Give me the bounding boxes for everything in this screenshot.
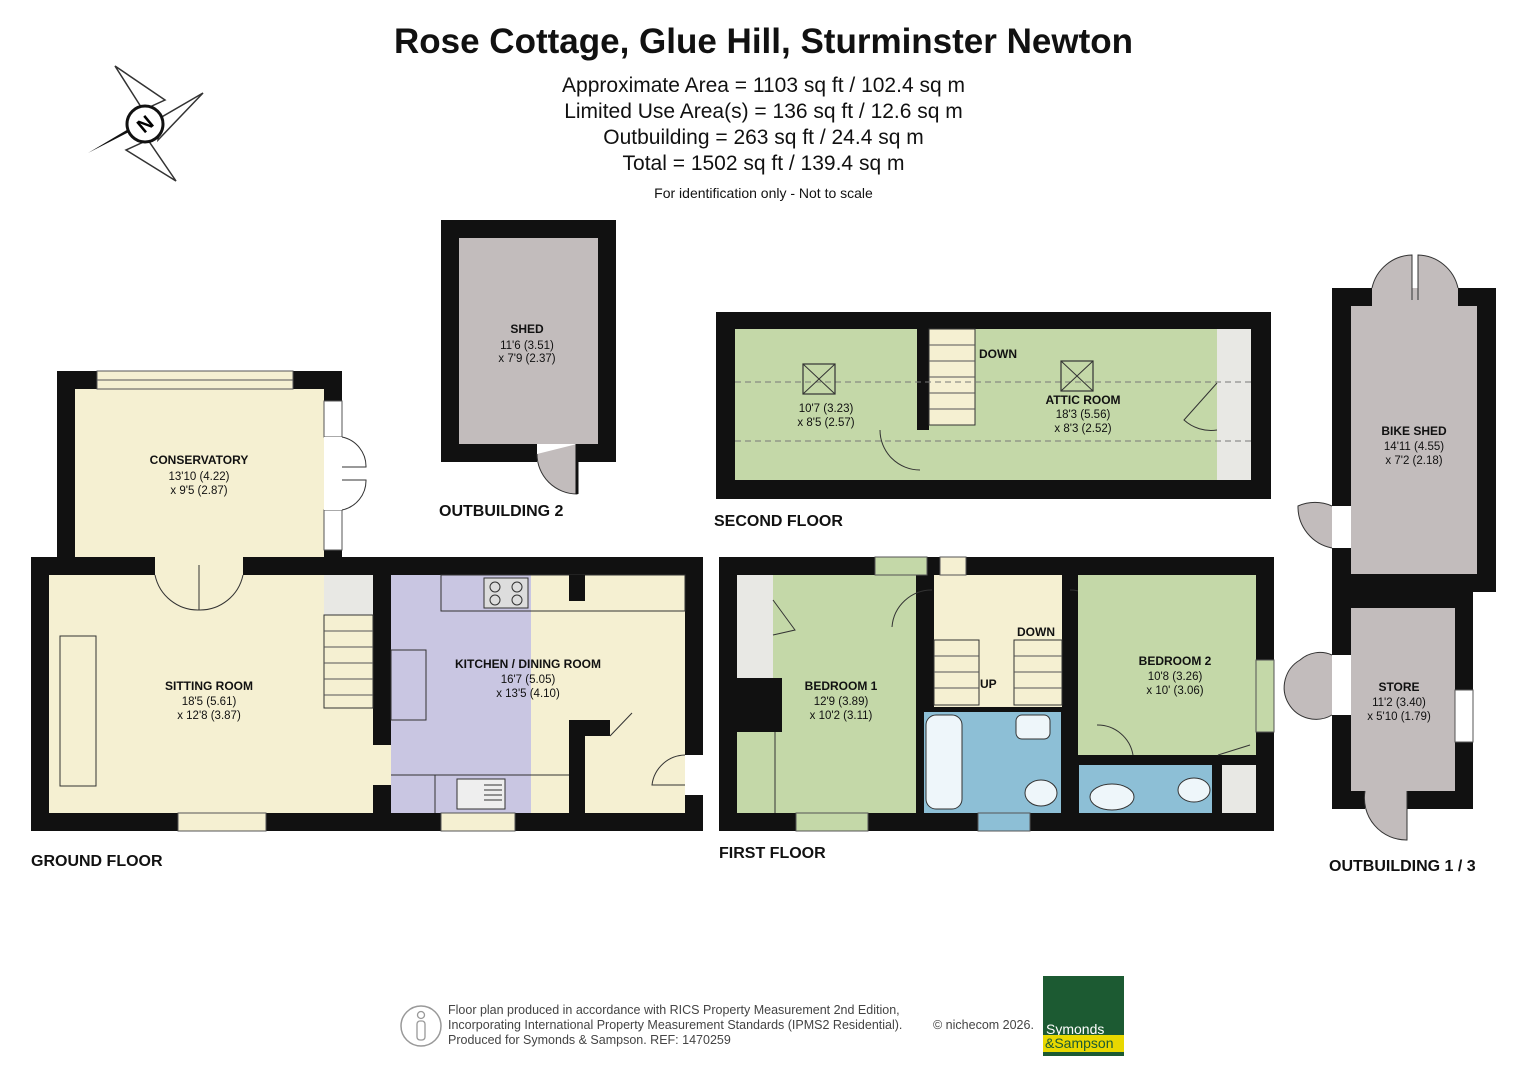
outbuilding-2-label: OUTBUILDING 2 <box>439 503 564 520</box>
agent-logo: Symonds &Sampson <box>1043 976 1124 1056</box>
sitting-room-label: SITTING ROOM <box>165 679 253 693</box>
store-dim-2: x 5'10 (1.79) <box>1367 711 1431 723</box>
bike-shed-label: BIKE SHED <box>1381 424 1447 438</box>
attic-room-label: ATTIC ROOM <box>1045 393 1120 407</box>
shed-label: SHED <box>510 322 544 336</box>
outbuilding-1-3: BIKE SHED 14'11 (4.55) x 7'2 (2.18) STOR… <box>1283 254 1496 841</box>
bedroom-2-dim-2: x 10' (3.06) <box>1146 685 1203 697</box>
shed-dim-1: 11'6 (3.51) <box>500 340 554 352</box>
ground-floor: CONSERVATORY 13'10 (4.22) x 9'5 (2.87) S… <box>31 370 703 832</box>
attic-left-dim-2: x 8'5 (2.57) <box>797 417 854 429</box>
total-area: Total = 1502 sq ft / 139.4 sq m <box>622 152 905 175</box>
first-floor: DOWN UP BEDROOM 1 12'9 (3.89) x 10'2 (3.… <box>719 556 1275 832</box>
logo-line-2: &Sampson <box>1043 1035 1124 1052</box>
logo-line-1: Symonds <box>1046 1021 1105 1037</box>
footer-line-1: Floor plan produced in accordance with R… <box>448 1003 900 1017</box>
bedroom-1-dim-2: x 10'2 (3.11) <box>810 710 873 722</box>
footer-line-2: Incorporating International Property Mea… <box>448 1018 903 1032</box>
conservatory-dim-2: x 9'5 (2.87) <box>170 485 227 497</box>
stairs-up-first: UP <box>980 677 997 691</box>
conservatory-label: CONSERVATORY <box>150 453 249 467</box>
sitting-room-dim-1: 18'5 (5.61) <box>182 696 237 708</box>
bedroom-1-label: BEDROOM 1 <box>805 679 878 693</box>
outbuilding-1-3-label: OUTBUILDING 1 / 3 <box>1329 858 1476 875</box>
footer-line-3: Produced for Symonds & Sampson. REF: 147… <box>448 1033 731 1047</box>
limited-use-area: Limited Use Area(s) = 136 sq ft / 12.6 s… <box>564 100 963 123</box>
bedroom-2-dim-1: 10'8 (3.26) <box>1148 671 1203 683</box>
compass-icon: N <box>88 65 204 182</box>
store-dim-1: 11'2 (3.40) <box>1372 697 1426 709</box>
second-floor: DOWN 10'7 (3.23) x 8'5 (2.57) ATTIC ROOM… <box>716 312 1271 499</box>
attic-left-dim-1: 10'7 (3.23) <box>799 403 854 415</box>
second-floor-label: SECOND FLOOR <box>714 513 843 530</box>
kitchen-dim-2: x 13'5 (4.10) <box>496 688 560 700</box>
bedroom-1-dim-1: 12'9 (3.89) <box>814 696 869 708</box>
stairs-down-second: DOWN <box>979 347 1017 361</box>
stairs-down-first: DOWN <box>1017 625 1055 639</box>
outbuilding-area: Outbuilding = 263 sq ft / 24.4 sq m <box>603 126 924 149</box>
attic-room-dim-2: x 8'3 (2.52) <box>1054 423 1111 435</box>
outbuilding-2: SHED 11'6 (3.51) x 7'9 (2.37) <box>441 220 616 495</box>
first-floor-label: FIRST FLOOR <box>719 845 826 862</box>
footer-notes: Floor plan produced in accordance with R… <box>448 1003 902 1048</box>
conservatory-dim-1: 13'10 (4.22) <box>168 471 229 483</box>
person-icon <box>400 1005 442 1047</box>
bedroom-2-label: BEDROOM 2 <box>1139 654 1212 668</box>
sitting-room-dim-2: x 12'8 (3.87) <box>177 710 241 722</box>
scale-note: For identification only - Not to scale <box>654 185 873 201</box>
kitchen-label: KITCHEN / DINING ROOM <box>455 657 601 671</box>
kitchen-dim-1: 16'7 (5.05) <box>501 674 556 686</box>
shed-dim-2: x 7'9 (2.37) <box>498 353 555 365</box>
store-label: STORE <box>1378 680 1419 694</box>
bike-shed-dim-1: 14'11 (4.55) <box>1384 441 1444 453</box>
ground-floor-label: GROUND FLOOR <box>31 853 163 870</box>
attic-room-dim-1: 18'3 (5.56) <box>1056 409 1111 421</box>
plan-title: Rose Cottage, Glue Hill, Sturminster New… <box>394 22 1133 61</box>
approximate-area: Approximate Area = 1103 sq ft / 102.4 sq… <box>562 74 965 97</box>
bike-shed-dim-2: x 7'2 (2.18) <box>1385 455 1442 467</box>
copyright: © nichecom 2026. <box>933 1018 1034 1032</box>
